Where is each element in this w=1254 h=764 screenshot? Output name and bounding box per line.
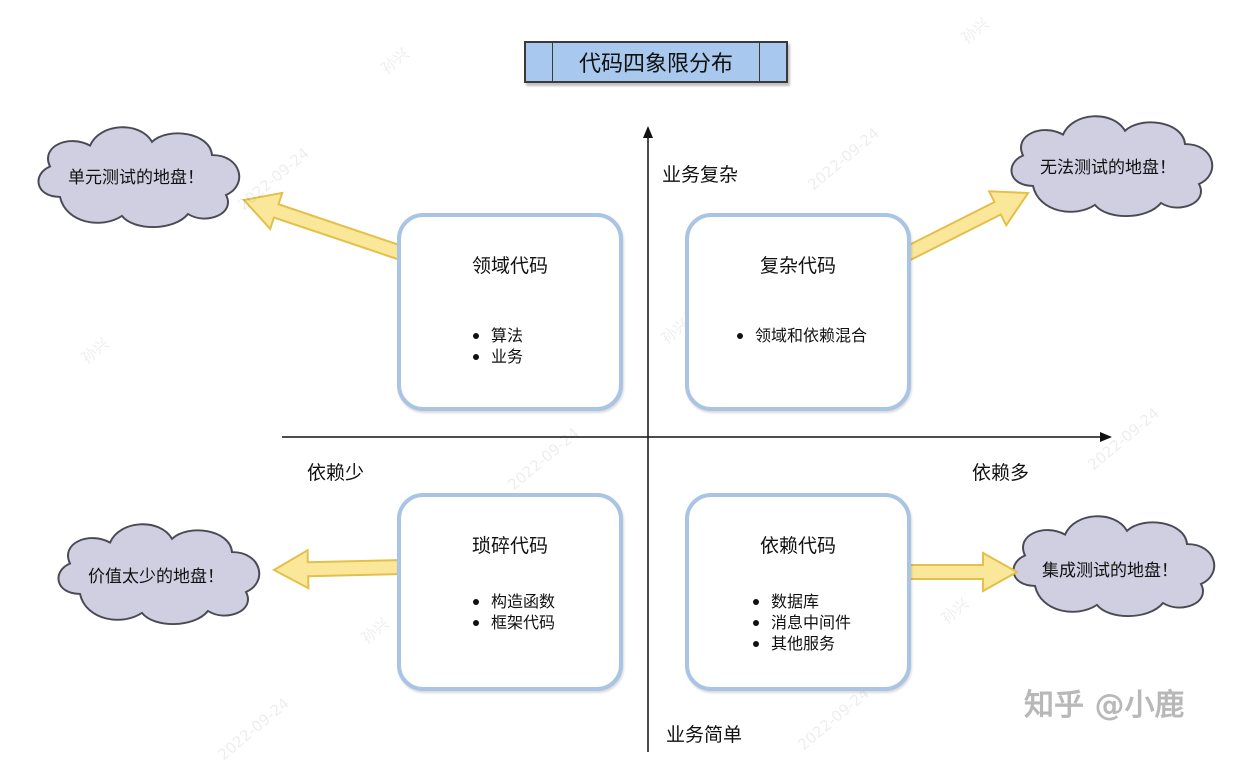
cloud-bottom-left: [57, 523, 261, 625]
quadrant-dependency-code: 依赖代码 数据库 消息中间件 其他服务: [685, 493, 911, 691]
quadrant-complex-code: 复杂代码 领域和依赖混合: [685, 213, 911, 411]
quadrant-title: 复杂代码: [759, 255, 836, 277]
title-divider: [552, 43, 553, 81]
quadrant-list: 数据库 消息中间件 其他服务: [749, 591, 851, 654]
quadrant-title: 依赖代码: [759, 535, 836, 557]
list-item: 业务: [469, 346, 523, 367]
cloud-bottom-right: [1012, 515, 1216, 617]
list-item: 数据库: [749, 591, 851, 612]
quadrant-list: 领域和依赖混合: [733, 325, 867, 346]
list-item: 其他服务: [749, 633, 851, 654]
list-item: 框架代码: [469, 612, 555, 633]
brand-watermark: 知乎 @小鹿: [1024, 688, 1185, 723]
cloud-label-untestable: 无法测试的地盘！: [1040, 158, 1176, 178]
cloud-label-low-value: 价值太少的地盘！: [88, 567, 224, 587]
axis-label-bottom: 业务简单: [666, 724, 743, 746]
axis-label-top: 业务复杂: [662, 164, 739, 186]
cloud-top-left: [37, 126, 241, 228]
diagram-title: 代码四象限分布: [578, 52, 733, 77]
list-item: 构造函数: [469, 591, 555, 612]
quadrant-domain-code: 领域代码 算法 业务: [397, 213, 623, 411]
list-item: 算法: [469, 325, 523, 346]
quadrant-list: 构造函数 框架代码: [469, 591, 555, 633]
quadrant-trivial-code: 琐碎代码 构造函数 框架代码: [397, 493, 623, 691]
quadrant-title: 领域代码: [471, 255, 548, 277]
quadrant-list: 算法 业务: [469, 325, 523, 367]
axis-label-left: 依赖少: [307, 462, 365, 484]
cloud-label-unit-test: 单元测试的地盘！: [68, 168, 204, 188]
list-item: 消息中间件: [749, 612, 851, 633]
list-item: 领域和依赖混合: [733, 325, 867, 346]
quadrant-title: 琐碎代码: [471, 535, 548, 557]
title-divider: [759, 43, 760, 81]
cloud-top-right: [1010, 115, 1214, 217]
diagram-title-box: 代码四象限分布: [524, 41, 788, 83]
cloud-label-integration-test: 集成测试的地盘！: [1042, 561, 1178, 581]
axis-label-right: 依赖多: [972, 462, 1030, 484]
